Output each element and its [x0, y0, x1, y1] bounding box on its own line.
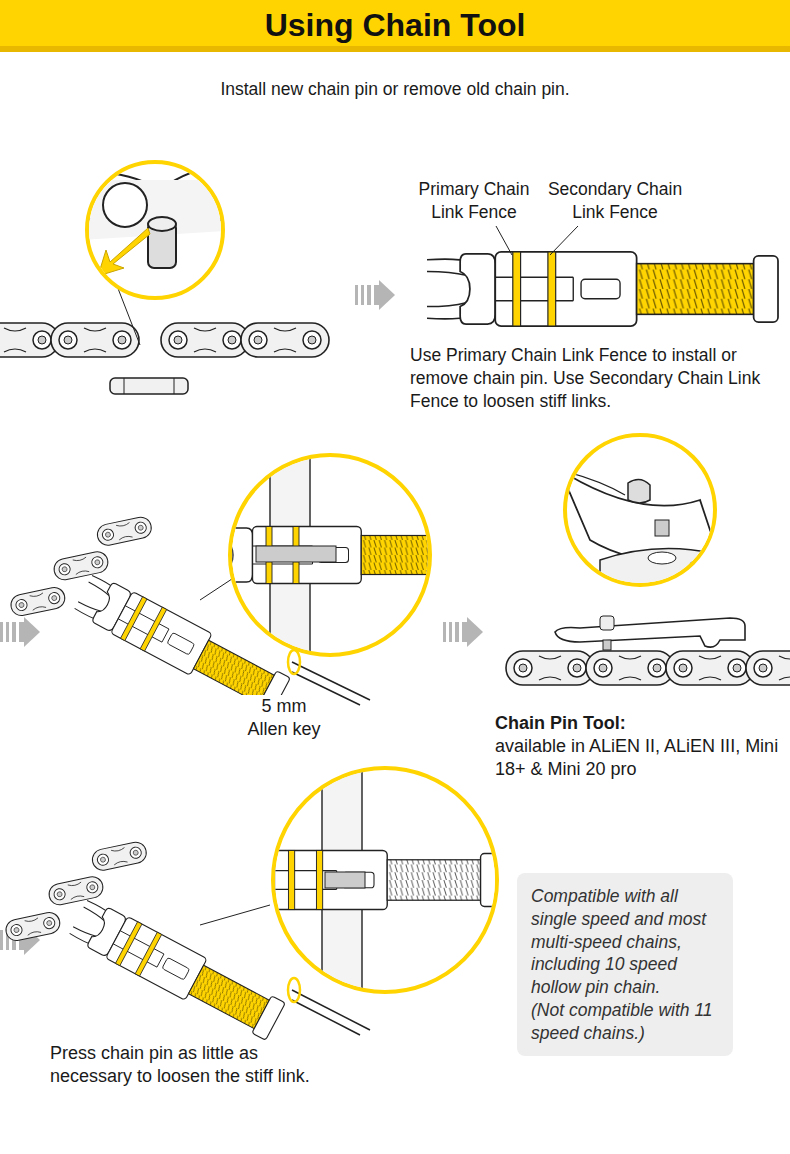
drawing-part [0, 46, 790, 52]
drawing-part [603, 640, 611, 650]
drawing-part [220, 850, 500, 909]
drawing-part [666, 651, 754, 685]
drawing-part [0, 0, 790, 52]
drawing-part [655, 520, 669, 536]
note-text: (Not compatible with 11 speed chains.) [531, 999, 723, 1045]
label: Press chain pin as little as necessary t… [50, 1042, 310, 1089]
label: Primary Chain Link Fence [408, 178, 540, 224]
label: Use Primary Chain Link Fence to install … [410, 344, 785, 412]
drawing-part [560, 470, 720, 563]
drawing-part [288, 978, 300, 1002]
drawing-part [241, 323, 329, 357]
drawing-part [110, 378, 188, 394]
drawing-part [648, 552, 676, 564]
note-text: Compatible with all single speed and mos… [531, 885, 723, 999]
drawing-part [98, 228, 150, 276]
drawing-part [200, 905, 270, 925]
drawing-part [124, 378, 125, 394]
drawing-part [9, 586, 67, 618]
drawing-part [60, 168, 240, 277]
drawing-part [427, 252, 778, 326]
drawing-part [0, 617, 40, 647]
label: available in ALiEN II, ALiEN III, Mini 1… [495, 735, 780, 782]
drawing-part [292, 990, 370, 1030]
drawing-part [148, 217, 176, 231]
drawing-part [174, 378, 175, 394]
drawing-part [600, 549, 720, 600]
drawing-part [496, 226, 512, 255]
drawing-part [51, 323, 139, 357]
drawing-part [0, 323, 59, 357]
drawing-part [586, 651, 674, 685]
drawing-part [161, 323, 249, 357]
drawing-part [200, 440, 470, 670]
drawing-part [52, 550, 110, 582]
drawing-part [67, 896, 286, 1042]
drawing-part [560, 470, 720, 600]
label: Chain Pin Tool: [495, 712, 765, 735]
drawing-part [90, 840, 148, 872]
drawing-part [4, 911, 62, 943]
drawing-part [600, 616, 614, 630]
drawing-part [355, 280, 395, 310]
drawing-part [628, 479, 650, 503]
drawing-part [103, 183, 147, 227]
drawing-part [95, 515, 153, 547]
title: Using Chain Tool [0, 6, 790, 44]
drawing-part [550, 226, 578, 255]
drawing-part [80, 180, 240, 240]
drawing-part [560, 470, 625, 495]
label: Secondary Chain Link Fence [540, 178, 690, 224]
drawing-part [746, 651, 790, 685]
drawing-part [443, 617, 483, 647]
drawing-part [288, 650, 300, 674]
drawing-part [506, 651, 594, 685]
note-box: Compatible with all single speed and mos… [517, 873, 733, 1056]
label: 5 mm Allen key [242, 695, 326, 742]
drawing-part [256, 546, 336, 562]
label: Install new chain pin or remove old chai… [150, 78, 640, 101]
drawing-part [0, 800, 322, 1070]
drawing-part [325, 872, 365, 888]
drawing-part [200, 527, 470, 584]
drawing-part [292, 1000, 360, 1035]
drawing-part [555, 618, 745, 647]
drawing-part [220, 760, 500, 1010]
drawing-part [47, 875, 105, 907]
